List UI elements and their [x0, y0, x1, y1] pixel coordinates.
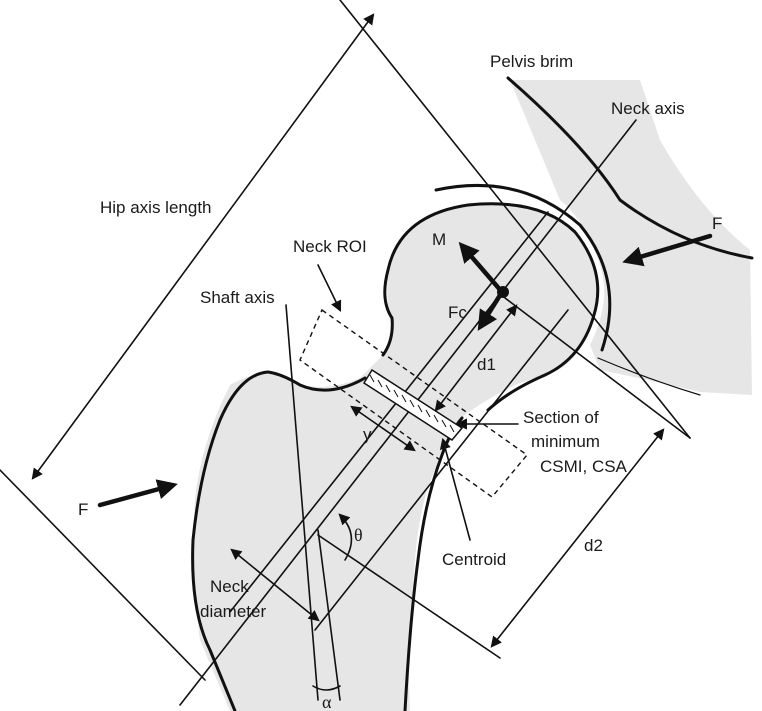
label-force-right: F — [712, 214, 722, 233]
label-alpha: α — [322, 692, 332, 711]
label-centroid: Centroid — [442, 550, 506, 569]
label-moment: M — [432, 230, 446, 249]
label-pelvis-brim: Pelvis brim — [490, 52, 573, 71]
force-arrow-left — [97, 479, 178, 508]
label-d2: d2 — [584, 536, 603, 555]
head-center-point — [497, 286, 509, 298]
hip-axis-length-arrow — [31, 13, 375, 480]
d2-lower-perpendicular — [317, 534, 501, 659]
pelvis-region — [510, 80, 752, 395]
minimum-section-hatching — [369, 374, 455, 433]
label-neck-diameter-line2: diameter — [200, 602, 266, 621]
label-section-line3: CSMI, CSA — [540, 457, 628, 476]
y-arrow — [350, 405, 416, 452]
d2-perpendicular-line — [504, 297, 691, 439]
d2-arrow — [490, 428, 665, 648]
label-d1: d1 — [477, 355, 496, 374]
femur-region — [193, 204, 598, 711]
label-force-left: F — [78, 500, 88, 519]
d1-arrow — [434, 304, 518, 412]
label-section-line1: Section of — [523, 408, 599, 427]
label-neck-axis: Neck axis — [611, 99, 685, 118]
neck-boundary-lower — [314, 309, 569, 631]
label-hip-axis-length: Hip axis length — [100, 198, 212, 217]
femoral-head-outline — [381, 202, 600, 412]
label-neck-diameter-line1: Neck — [210, 577, 249, 596]
fc-arrow — [477, 289, 505, 331]
centroid-pointer — [439, 437, 471, 541]
label-neck-roi: Neck ROI — [293, 237, 367, 256]
force-arrow-right — [622, 233, 713, 267]
label-y: y — [363, 425, 372, 444]
label-theta: θ — [354, 525, 363, 545]
neck-roi-pointer — [317, 264, 342, 313]
label-section-line2: minimum — [531, 432, 600, 451]
neck-diameter-arrow — [230, 548, 320, 622]
label-fc: Fc — [448, 303, 467, 322]
alpha-arc — [312, 685, 341, 691]
theta-arc — [338, 513, 353, 561]
acetabulum-rim — [434, 183, 612, 352]
shaft-axis-line-left — [285, 304, 319, 701]
hip-axis-end-lower — [0, 469, 206, 681]
label-shaft-axis: Shaft axis — [200, 288, 275, 307]
hip-axis-end-upper — [339, 0, 691, 439]
shaft-axis-line-right — [317, 529, 341, 701]
neck-roi-box — [299, 308, 529, 498]
pelvis-lower-edge — [597, 357, 701, 396]
pelvis-brim-outer — [506, 76, 754, 260]
moment-arrow — [458, 241, 505, 295]
